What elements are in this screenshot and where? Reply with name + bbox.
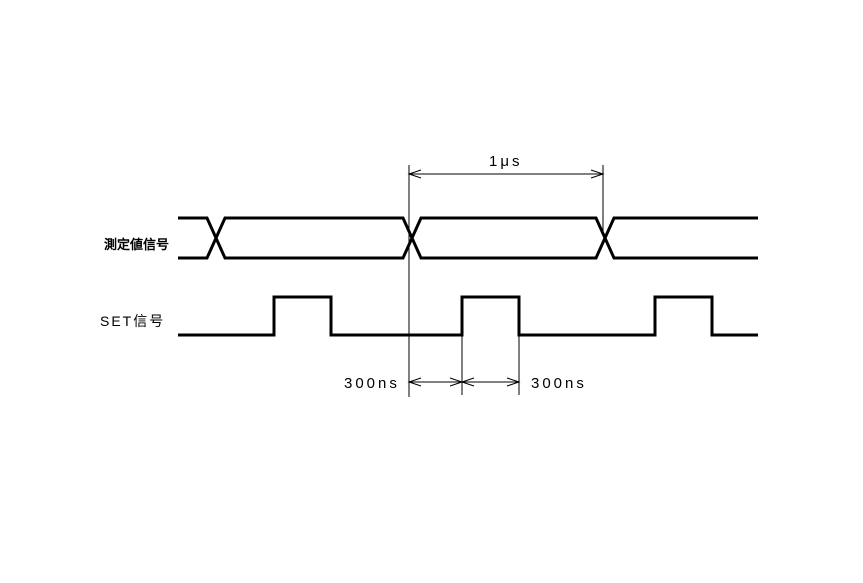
measurement-lower-line xyxy=(178,234,758,260)
measurement-upper-line xyxy=(178,216,758,242)
measurement-signal-waveform xyxy=(178,216,758,260)
period-label: 1μs xyxy=(489,153,523,170)
delay-right-label: 300ns xyxy=(531,375,587,392)
delay-left-label: 300ns xyxy=(344,375,400,392)
set-signal-waveform xyxy=(178,295,758,337)
period-dimension xyxy=(407,169,605,179)
delay-dimension-right xyxy=(460,377,521,387)
set-signal-label: SET信号 xyxy=(100,313,165,329)
delay-dimension-left xyxy=(407,377,464,387)
measurement-signal-label: 測定値信号 xyxy=(104,237,169,253)
